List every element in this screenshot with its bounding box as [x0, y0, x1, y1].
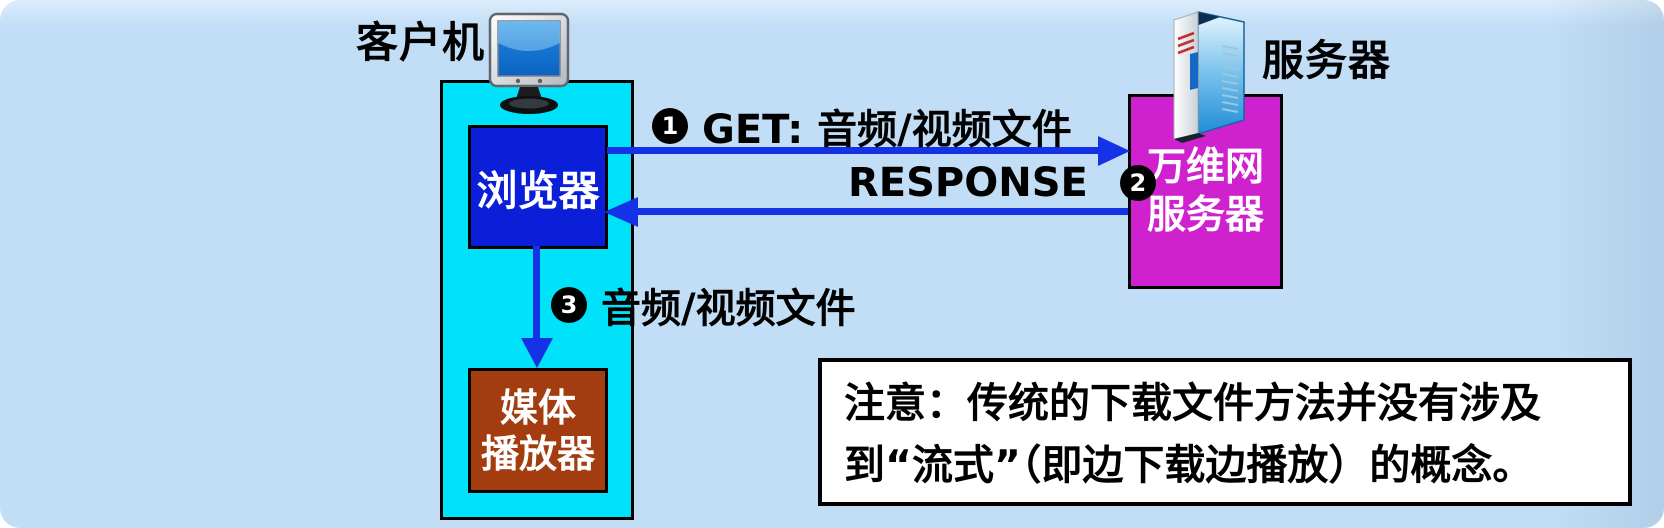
- browser-label: 浏览器: [476, 167, 600, 215]
- client-machine-label: 客户机: [356, 18, 486, 67]
- get-message-label: 1 GET: 音频/视频文件: [652, 97, 1072, 155]
- deliver-arrow-line: [533, 246, 540, 342]
- server-label: 服务器: [1262, 36, 1392, 85]
- media-player-box: 媒体 播放器: [468, 368, 608, 493]
- deliver-message-text: 音频/视频文件: [601, 286, 856, 332]
- browser-box: 浏览器: [468, 125, 608, 249]
- response-message-label: RESPONSE 2: [848, 160, 1156, 206]
- response-arrow-line: [638, 208, 1128, 215]
- note-line2: 到“流式”（即边下载边播放）的概念。: [844, 441, 1534, 489]
- response-message-text: RESPONSE: [848, 160, 1088, 206]
- get-arrow-head: [1098, 136, 1130, 166]
- response-arrow-head: [604, 197, 638, 227]
- note-box: 注意：传统的下载文件方法并没有涉及 到“流式”（即边下载边播放）的概念。: [818, 358, 1632, 506]
- www-server-label-line1: 万维网: [1146, 144, 1264, 190]
- step3-badge: 3: [551, 287, 587, 323]
- get-message-text: GET: 音频/视频文件: [702, 107, 1072, 153]
- step1-badge: 1: [652, 108, 688, 144]
- www-server-label-line2: 服务器: [1146, 192, 1264, 238]
- note-line1: 注意：传统的下载文件方法并没有涉及: [844, 379, 1541, 427]
- server-tower-icon: [1173, 11, 1245, 143]
- deliver-message-label: 3 音频/视频文件: [551, 276, 856, 334]
- deliver-arrow-head: [521, 338, 553, 368]
- media-player-label-line1: 媒体: [499, 385, 576, 430]
- get-arrow-line: [607, 147, 1099, 154]
- monitor-icon: [488, 12, 570, 114]
- step2-badge: 2: [1119, 165, 1156, 201]
- media-player-label-line2: 播放器: [480, 431, 595, 476]
